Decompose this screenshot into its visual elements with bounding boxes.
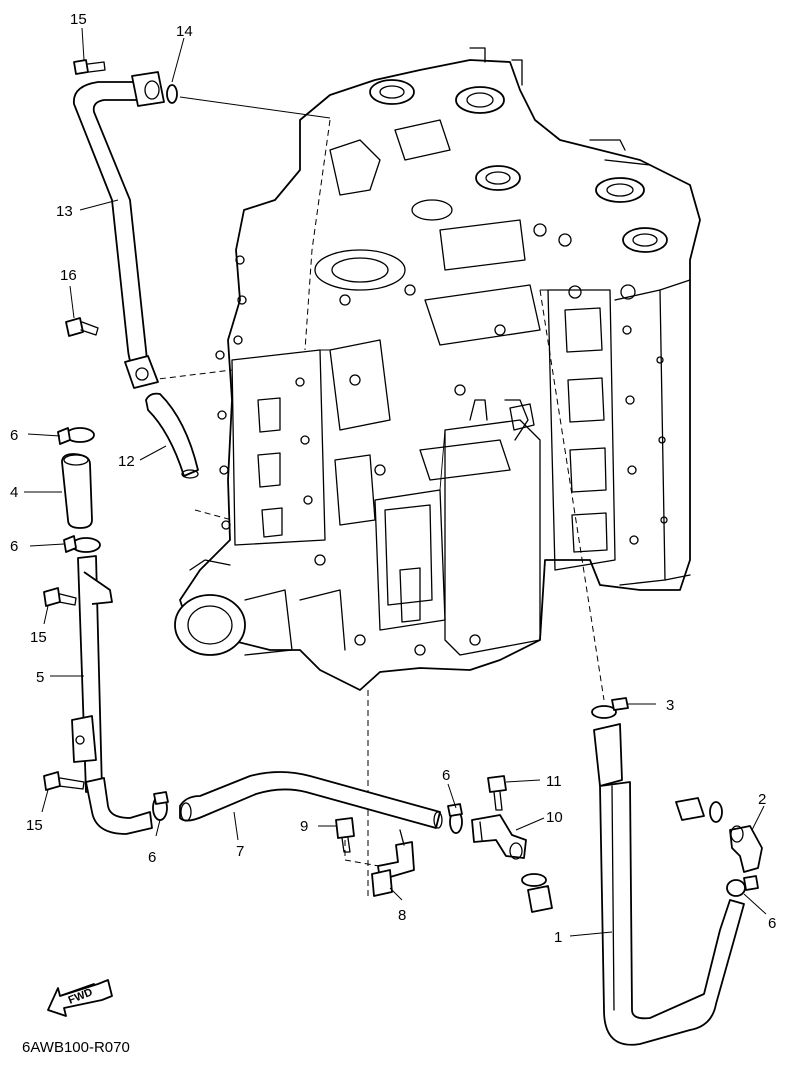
callout-leaders <box>24 27 767 937</box>
hose-part-1 <box>593 723 745 1046</box>
hose-part-12 <box>145 392 199 479</box>
hose-part-7 <box>179 771 443 829</box>
o-ring-part-14 <box>166 84 178 104</box>
clamp-part-6-right <box>726 875 759 897</box>
callout-3: 3 <box>666 697 674 714</box>
elbow-part-2 <box>675 797 763 873</box>
bolt-part-16 <box>65 317 99 337</box>
callout-15-middle: 15 <box>30 629 47 646</box>
hose-part-13 <box>73 71 165 389</box>
callout-16: 16 <box>60 267 77 284</box>
hose-part-4 <box>61 453 93 529</box>
small-hose-and-clamp <box>521 873 553 913</box>
callout-12: 12 <box>118 453 135 470</box>
clamp-part-6-middle <box>63 535 101 553</box>
callout-2: 2 <box>758 791 766 808</box>
bracket-part-8 <box>371 829 415 897</box>
callout-6-a: 6 <box>10 427 18 444</box>
callout-9: 9 <box>300 818 308 835</box>
callout-10: 10 <box>546 809 563 826</box>
clamp-part-6-lower-left <box>152 791 169 821</box>
callout-5: 5 <box>36 669 44 686</box>
callout-15-top: 15 <box>70 11 87 28</box>
bolt-part-15-middle <box>43 587 77 607</box>
callout-8: 8 <box>398 907 406 924</box>
pipe-part-5 <box>71 555 153 835</box>
callout-6-c: 6 <box>148 849 156 866</box>
clamp-part-3 <box>591 697 629 719</box>
callout-6-b: 6 <box>10 538 18 555</box>
callout-7: 7 <box>236 843 244 860</box>
bolt-part-11 <box>487 775 507 811</box>
callout-14: 14 <box>176 23 193 40</box>
bolt-part-9 <box>335 817 355 853</box>
diagram-code: 6AWB100-R070 <box>22 1039 130 1056</box>
bolt-part-15-lower <box>43 771 85 791</box>
callout-4: 4 <box>10 484 18 501</box>
callout-15-lower: 15 <box>26 817 43 834</box>
clamp-part-6-lower-center <box>447 803 463 834</box>
hose-13-routing-line <box>179 96 331 119</box>
fwd-direction-arrow: FWD <box>47 979 113 1017</box>
callout-1: 1 <box>554 929 562 946</box>
clamp-part-6-upper <box>57 427 95 445</box>
fitting-part-10 <box>471 814 527 860</box>
callout-13: 13 <box>56 203 73 220</box>
engine-block <box>174 47 701 691</box>
callout-6-d: 6 <box>442 767 450 784</box>
callout-11: 11 <box>546 773 562 790</box>
callout-numbers: 15 14 13 16 6 12 4 6 15 5 15 6 7 9 8 6 1… <box>10 11 776 946</box>
bolt-part-15-top <box>73 59 106 75</box>
callout-6-e: 6 <box>768 915 776 932</box>
